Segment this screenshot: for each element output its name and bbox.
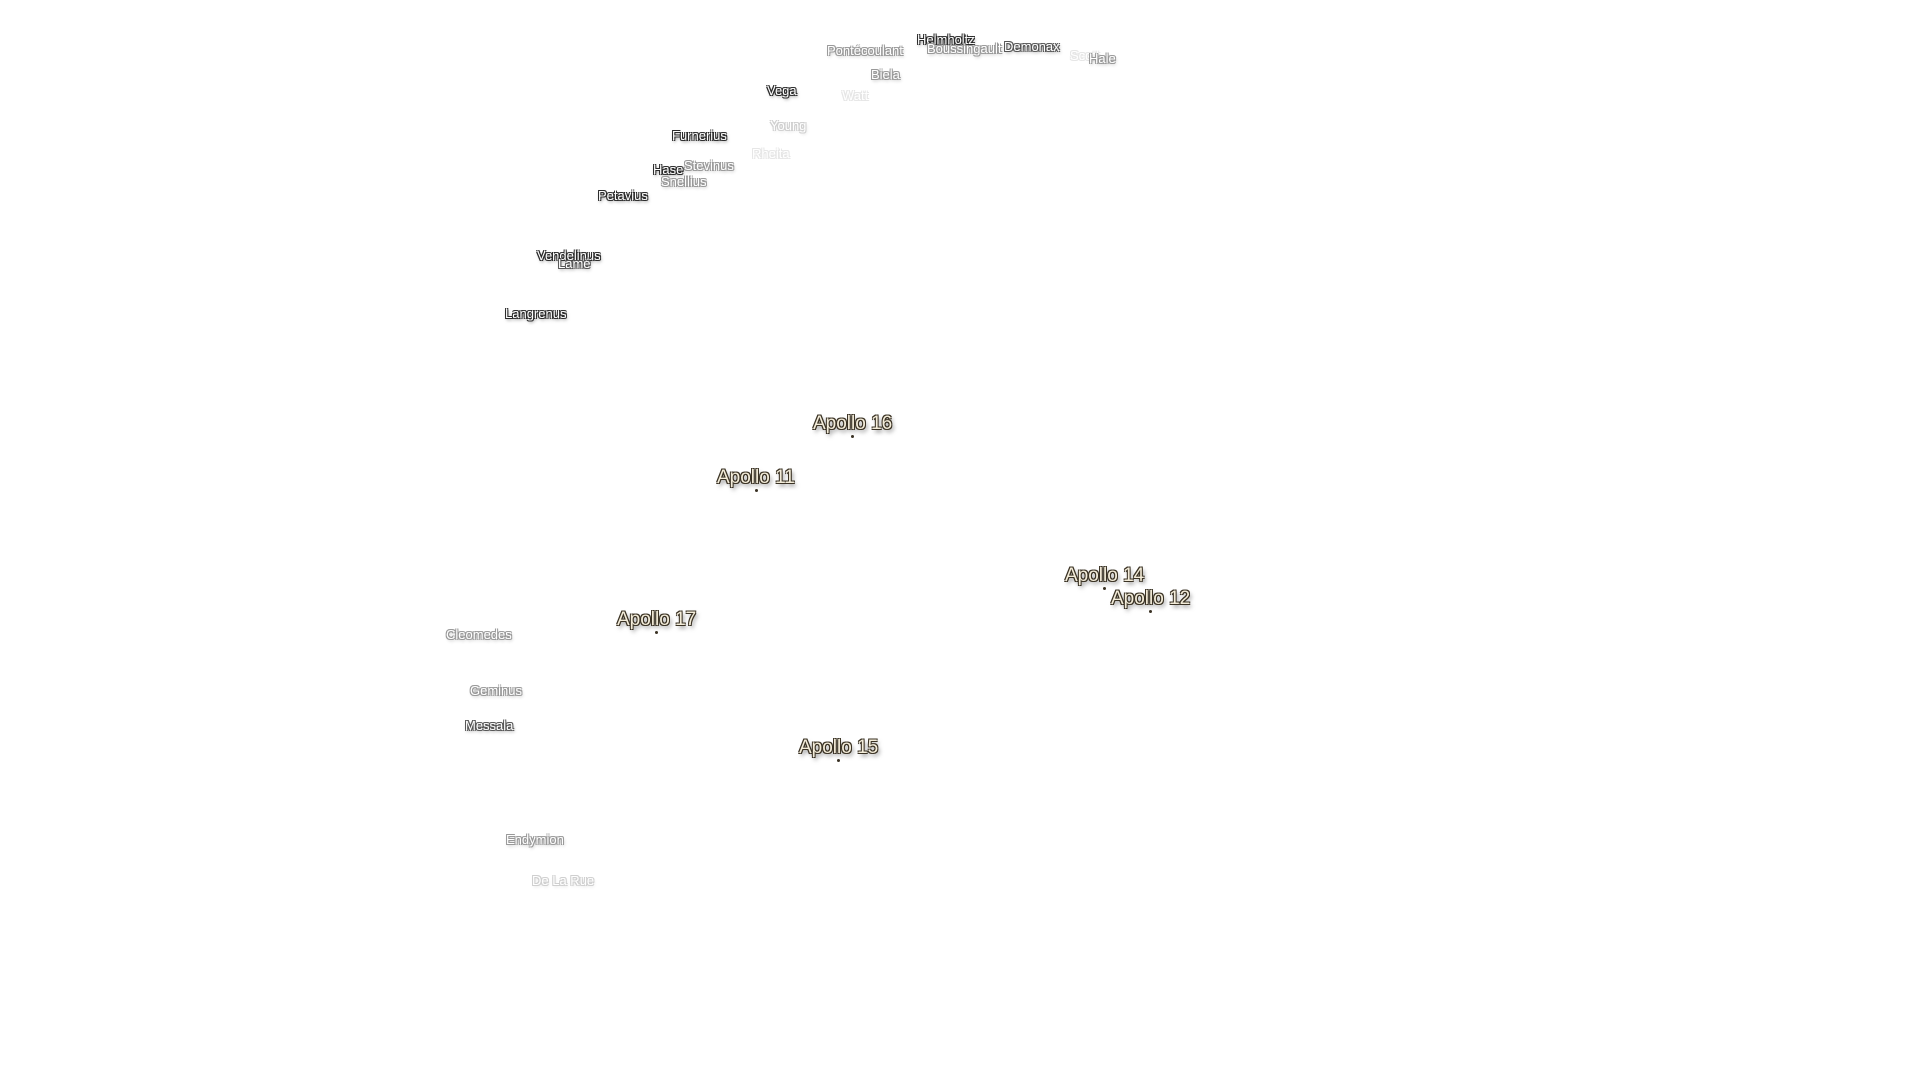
crater-label-stevinus[interactable]: Stevinus <box>684 158 734 173</box>
landing-site-label: Apollo 16 <box>813 413 893 434</box>
crater-label-hale[interactable]: Hale <box>1089 51 1116 66</box>
crater-label-rheita[interactable]: Rheita <box>752 146 790 161</box>
crater-label-petavius[interactable]: Petavius <box>598 188 648 203</box>
crater-label-demonax[interactable]: Demonax <box>1004 39 1060 54</box>
crater-label-vega[interactable]: Vega <box>767 83 797 98</box>
crater-label-snellius[interactable]: Snellius <box>661 174 707 189</box>
crater-label-boussingault[interactable]: Boussingault <box>927 41 1002 56</box>
crater-label-messala[interactable]: Messala <box>465 718 514 733</box>
crater-label-endymion[interactable]: Endymion <box>506 832 564 847</box>
landing-site-label: Apollo 14 <box>1065 565 1145 586</box>
crater-label-furnerius[interactable]: Furnerius <box>672 128 727 143</box>
crater-label-scott[interactable]: Scott <box>1070 48 1100 63</box>
crater-label-helmholtz[interactable]: Helmholtz <box>917 32 975 47</box>
landing-site-marker <box>837 759 840 762</box>
crater-label-cleomedes[interactable]: Cleomedes <box>446 627 512 642</box>
landing-site-label: Apollo 17 <box>617 609 697 630</box>
crater-label-watt[interactable]: Watt <box>842 88 869 103</box>
landing-site-marker <box>755 489 758 492</box>
landing-site-marker <box>1103 587 1106 590</box>
crater-label-geminus[interactable]: Geminus <box>470 683 523 698</box>
landing-site-label: Apollo 12 <box>1111 588 1191 609</box>
crater-label-lame[interactable]: Lamé <box>558 256 591 271</box>
landing-site-label: Apollo 15 <box>799 737 879 758</box>
crater-label-de-la-rue[interactable]: De La Rue <box>532 873 595 888</box>
crater-label-langrenus[interactable]: Langrenus <box>505 306 567 321</box>
crater-label-vendelinus[interactable]: Vendelinus <box>537 248 601 263</box>
landing-site-marker <box>1149 610 1152 613</box>
crater-label-biela[interactable]: Biela <box>871 67 900 82</box>
crater-label-pontecoulant[interactable]: Pontécoulant <box>827 43 903 58</box>
crater-label-young[interactable]: Young <box>770 118 807 133</box>
landing-site-marker <box>851 435 854 438</box>
crater-label-hase[interactable]: Hase <box>653 162 684 177</box>
landing-site-label: Apollo 11 <box>717 467 795 488</box>
landing-site-marker <box>655 631 658 634</box>
